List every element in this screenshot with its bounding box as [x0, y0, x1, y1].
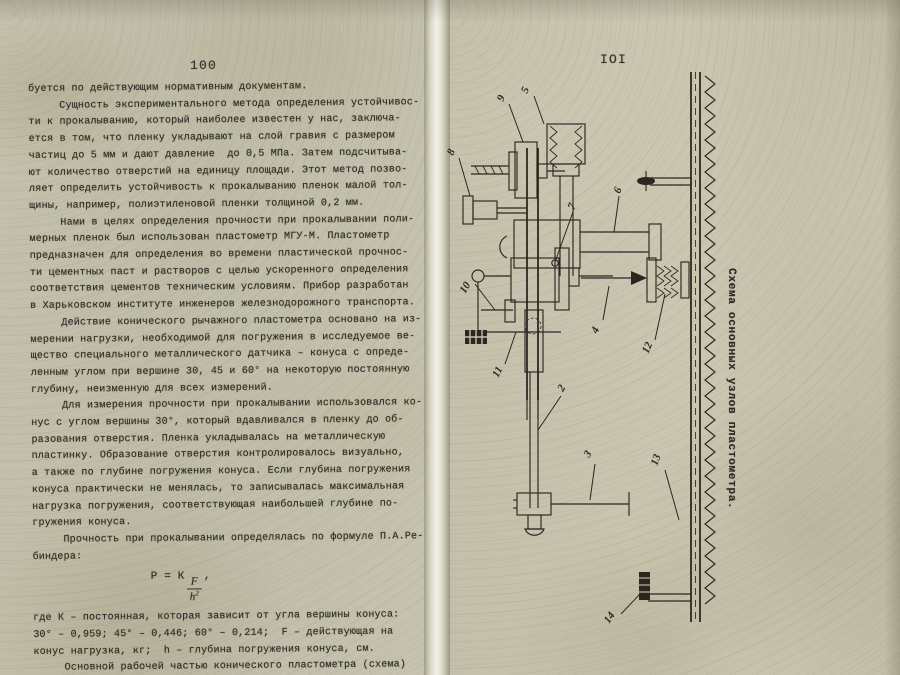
figure-caption: Схема основных узлов пластометра.: [725, 268, 737, 510]
callout-12: 12: [640, 293, 666, 355]
fixing-hatch: [639, 577, 650, 593]
formula-trailing-comma: ,: [203, 570, 211, 583]
callout-12-springs: [646, 257, 690, 303]
callout-label-4: 4: [588, 325, 602, 337]
callout-label-11: 11: [490, 365, 505, 380]
wall-mount-hatching: [690, 72, 716, 622]
callout-5: 5: [519, 85, 545, 125]
callout-7: 7: [551, 201, 579, 267]
callout-label-13: 13: [649, 452, 664, 467]
callout-label-5: 5: [519, 85, 532, 96]
left-page-body-text: буется по действующим нормативным докуме…: [28, 78, 424, 675]
callout-13: 13: [649, 452, 680, 521]
callout-11: 11: [490, 331, 517, 380]
paragraph: Сущность экспериментального метода опред…: [28, 96, 420, 212]
threaded-adjust-screw: [471, 165, 509, 175]
callout-label-3: 3: [581, 448, 595, 460]
contact-block-checker: [465, 330, 487, 344]
callout-13-14-wall-fixings: [639, 572, 691, 602]
callout-3: 3: [581, 448, 596, 501]
paragraph: Нами в целях определения прочности при п…: [29, 213, 416, 313]
formula-denominator-exponent: 2: [195, 589, 200, 598]
page-edge-shadow: [884, 0, 900, 675]
callout-label-12: 12: [640, 340, 656, 355]
callout-label-10: 10: [457, 279, 473, 295]
paragraph: Прочность при прокалывании определялась …: [32, 531, 424, 563]
callout-8-knob: [462, 195, 527, 225]
page-number-left: 100: [190, 58, 218, 73]
page-number-right: IOI: [600, 52, 628, 67]
callout-7-lever-beam: [499, 219, 662, 269]
callout-label-14: 14: [602, 609, 618, 625]
callout-label-2: 2: [555, 382, 569, 394]
lower-carriage: [471, 247, 613, 311]
callout-2: 2: [537, 382, 569, 431]
callout-14: 14: [602, 593, 641, 626]
callout-label-9: 9: [495, 93, 508, 103]
callout-4-force-arrow: [581, 271, 647, 285]
callout-label-8: 8: [445, 147, 458, 157]
callout-6: 6: [612, 185, 625, 233]
callout-10: 10: [457, 279, 496, 311]
callout-label-7: 7: [566, 201, 579, 211]
paragraph: Действие конического рычажного пластомет…: [30, 314, 422, 396]
paragraph: Для измерения прочности при прокалывании…: [31, 397, 423, 530]
paragraph: Основной рабочей частью конического плас…: [64, 659, 407, 674]
callout-8: 8: [445, 147, 471, 197]
callout-10-lower-bracket: [481, 299, 516, 323]
formula-lhs: Р = К: [150, 570, 185, 584]
callout-1-cone-assembly: [513, 492, 552, 536]
callout-5-spring-box: [546, 123, 586, 177]
callout-9: 9: [495, 93, 524, 143]
upper-wall-bracket: [637, 171, 691, 191]
callout-2-rod: [524, 309, 544, 508]
formula-numerator: F: [190, 575, 198, 588]
paragraph: где К – постоянная, которая зависит от у…: [33, 609, 400, 658]
callout-9-disc-assembly: [508, 141, 565, 199]
callout-label-6: 6: [612, 185, 625, 195]
callout-3-loading-platform: [551, 492, 630, 516]
callout-11-contact-block: [465, 282, 561, 344]
plastometer-schematic-figure: 5 9 8 7 6: [443, 0, 900, 675]
formula-denominator: h2: [186, 588, 203, 604]
book-gutter-fold: [424, 0, 450, 675]
main-vertical-column: [526, 148, 539, 400]
callout-4: 4: [588, 285, 610, 337]
